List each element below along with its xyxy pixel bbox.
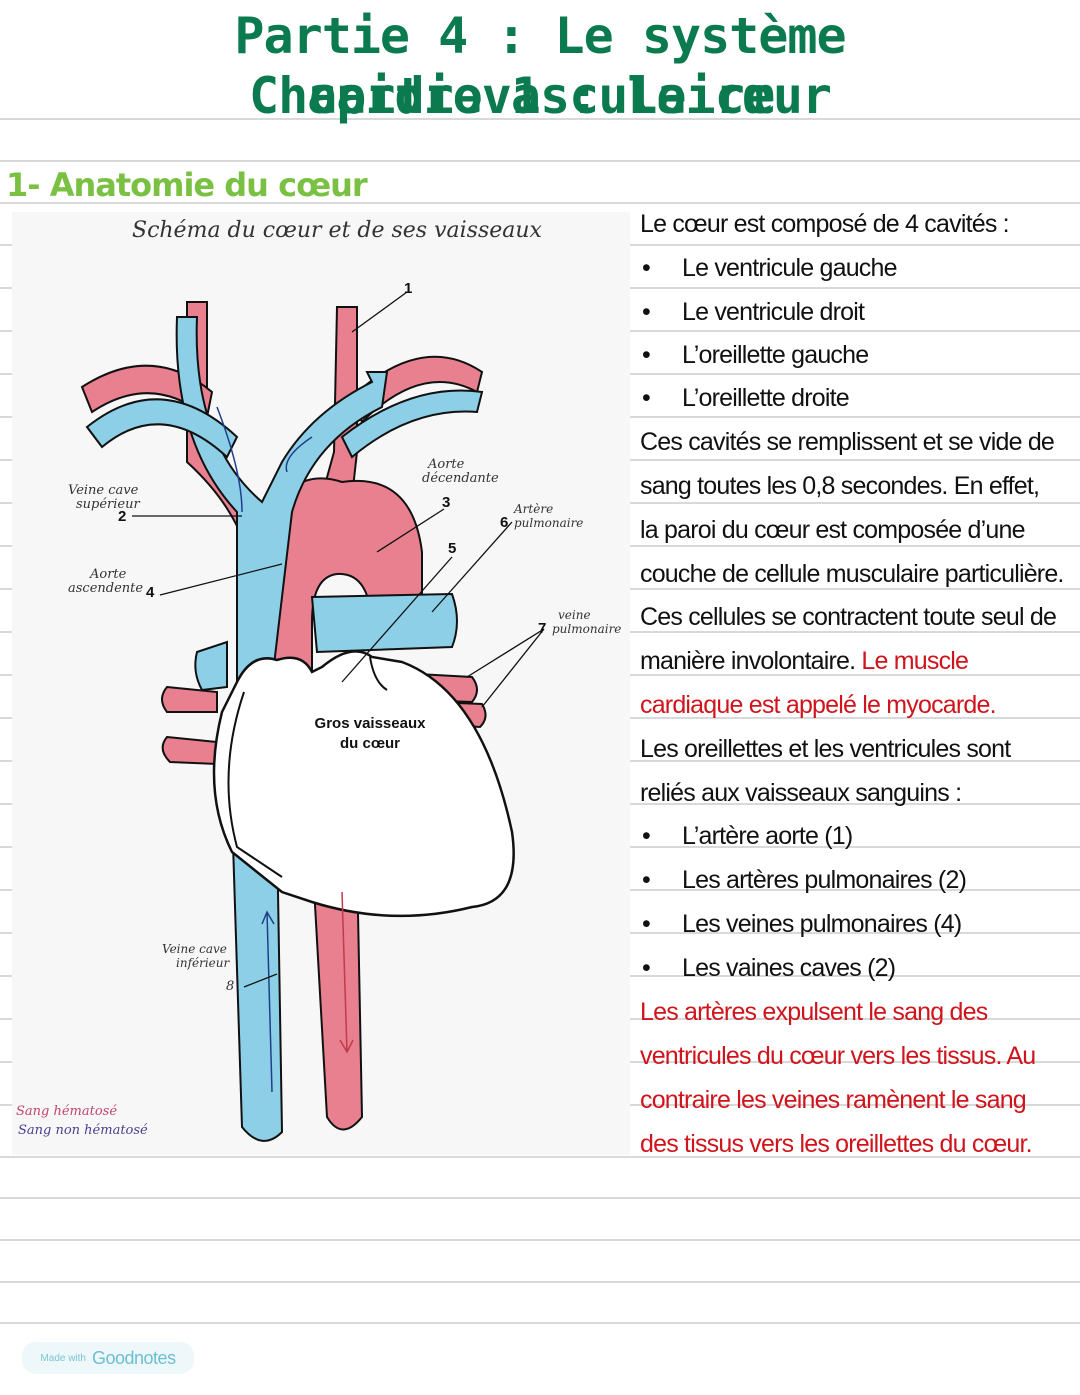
notes-line: sang toutes les 0,8 secondes. En effet, — [640, 472, 1040, 500]
notes-line-highlight: cardiaque est appelé le myocarde. — [640, 691, 997, 719]
label-text-line: Veine cave — [162, 942, 227, 956]
bullet-icon: • — [642, 954, 651, 982]
notes-text-highlight: Le muscle — [861, 647, 969, 675]
notes-line-highlight: Les artères expulsent le sang des — [640, 998, 988, 1026]
diagram-label-7: 7 — [538, 620, 547, 637]
diagram-label-6-text: Artère pulmonaire — [514, 502, 583, 530]
notes-bullet-item: • Le ventricule gauche — [640, 246, 898, 290]
bullet-text: Le ventricule droit — [682, 298, 865, 326]
page-title-part: Partie 4 : Le système cardiovasculaire — [234, 7, 846, 125]
legend-oxygenated: Sang hématosé — [16, 1104, 118, 1119]
diagram-center-label: Gros vaisseaux du cœur — [290, 714, 450, 754]
notes-line-highlight: ventricules du cœur vers les tissus. Au — [640, 1042, 1036, 1070]
notes-line: la paroi du cœur est composée d’une — [640, 516, 1026, 544]
notes-line-highlight: des tissus vers les oreillettes du cœur. — [640, 1130, 1033, 1158]
label-text-line: inférieur — [176, 956, 230, 970]
goodnotes-logo: Goodnotes — [92, 1347, 176, 1368]
bullet-text: L’oreillette droite — [682, 384, 850, 412]
bullet-icon: • — [642, 910, 651, 938]
bullet-text: Les artères pulmonaires (2) — [682, 866, 967, 894]
notes-line-highlight: contraire les veines ramènent le sang — [640, 1086, 1027, 1114]
heart-illustration — [80, 291, 545, 1142]
diagram-label-6: 6 — [500, 514, 509, 531]
bullet-icon: • — [642, 866, 651, 894]
diagram-label-5: 5 — [448, 540, 457, 557]
label-text-line: Veine cave — [68, 483, 139, 498]
notes-line: couche de cellule musculaire particulièr… — [640, 560, 1064, 588]
label-text-line: décendante — [422, 471, 499, 486]
bullet-text: Les vaines caves (2) — [682, 954, 896, 982]
diagram-label-4: 4 — [146, 584, 155, 601]
notes-bullet-item: • Le ventricule droit — [640, 290, 865, 334]
diagram-label-8: 8 — [226, 979, 235, 994]
diagram-label-8-text: Veine cave inférieur — [162, 942, 229, 970]
bullet-text: Le ventricule gauche — [682, 254, 898, 282]
legend-deoxygenated: Sang non hématosé — [18, 1123, 148, 1138]
label-text-line: pulmonaire — [552, 622, 622, 636]
page-title-chapter: Chapitre 1 : Le cœur — [248, 67, 832, 125]
label-text-line: supérieur — [76, 497, 140, 512]
notes-line: Le cœur est composé de 4 cavités : — [640, 210, 1010, 238]
notes-text-black: manière involontaire. — [640, 647, 862, 675]
diagram-label-1: 1 — [404, 280, 413, 297]
bullet-text: Les veines pulmonaires (4) — [682, 910, 962, 938]
made-with-label: Made with — [40, 1352, 86, 1364]
notes-line: reliés aux vaisseaux sanguins : — [640, 779, 962, 807]
bullet-icon: • — [642, 384, 651, 412]
notes-line: Ces cellules se contractent toute seul d… — [640, 603, 1057, 631]
label-text-line: veine — [558, 608, 591, 622]
label-text-line: Artère — [514, 502, 554, 516]
diagram-label-2: 2 — [118, 508, 127, 525]
notes-bullet-item: • L’artère aorte (1) — [640, 814, 853, 858]
bullet-text: L’oreillette gauche — [682, 341, 869, 369]
bullet-icon: • — [642, 822, 651, 850]
goodnotes-badge[interactable]: Made with Goodnotes — [22, 1342, 194, 1374]
notes-bullet-item: • L’oreillette gauche — [640, 333, 869, 377]
bullet-icon: • — [642, 298, 651, 326]
diagram-label-4-text: Aorte ascendente — [68, 568, 143, 596]
notes-line: Les oreillettes et les ventricules sont — [640, 735, 1011, 763]
diagram-label-3-text: Aorte décendante — [422, 458, 499, 486]
notes-bullet-item: • Les vaines caves (2) — [640, 946, 896, 990]
label-text-line: ascendente — [68, 581, 144, 596]
notes-line: Ces cavités se remplissent et se vide de — [640, 428, 1055, 456]
label-text-line: Aorte — [90, 567, 127, 582]
center-label-line: du cœur — [340, 735, 400, 752]
center-label-line: Gros vaisseaux — [314, 715, 426, 732]
section-heading: 1- Anatomie du cœur — [6, 166, 368, 204]
notes-line-mixed: manière involontaire. Le muscle — [640, 639, 969, 683]
label-text-line: Aorte — [428, 457, 465, 472]
notes-bullet-item: • L’oreillette droite — [640, 376, 850, 420]
heart-diagram: Schéma du cœur et de ses vaisseaux 1 Vei… — [12, 212, 630, 1155]
diagram-label-7-text: veine pulmonaire — [552, 608, 621, 636]
diagram-title: Schéma du cœur et de ses vaisseaux — [132, 218, 542, 243]
bullet-text: L’artère aorte (1) — [682, 822, 853, 850]
diagram-label-2-text: Veine cave supérieur — [68, 484, 140, 512]
diagram-label-3: 3 — [442, 494, 451, 511]
notes-bullet-item: • Les veines pulmonaires (4) — [640, 902, 962, 946]
bullet-icon: • — [642, 341, 651, 369]
label-text-line: pulmonaire — [514, 516, 584, 530]
bullet-icon: • — [642, 254, 651, 282]
notes-bullet-item: • Les artères pulmonaires (2) — [640, 858, 967, 902]
